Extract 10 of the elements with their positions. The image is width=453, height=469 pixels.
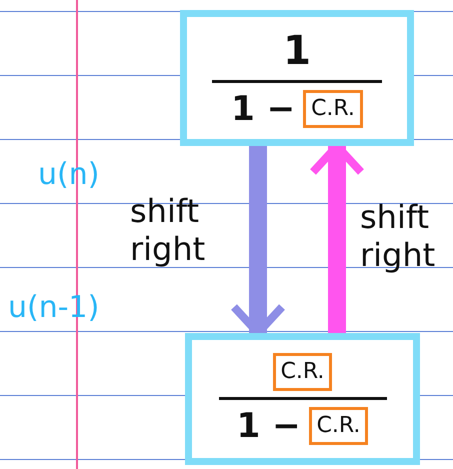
numerator: 1: [283, 28, 311, 74]
edge-label: shift right: [130, 192, 206, 268]
edge-label: shift right: [360, 198, 436, 274]
denominator-text: 1 −: [236, 406, 301, 446]
fraction-box: [185, 333, 420, 465]
denominator-text: 1 −: [231, 88, 296, 128]
term-box: C.R.: [308, 406, 368, 444]
term-box: C.R.: [303, 90, 363, 128]
term-box: C.R.: [272, 352, 332, 390]
fraction-box: [180, 10, 414, 146]
